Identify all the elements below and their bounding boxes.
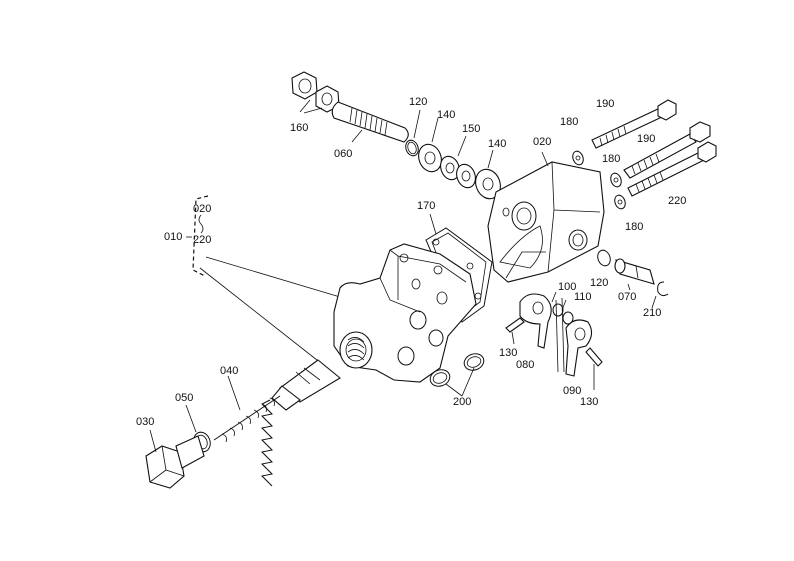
o-ring-200-b [429, 369, 451, 387]
label-130-right: 130 [580, 396, 598, 408]
label-220-set: 220 [193, 234, 211, 246]
hex-nut-160 [291, 71, 340, 114]
label-180-c: 180 [625, 221, 643, 233]
lever-090 [565, 319, 593, 377]
spool-040 [271, 359, 341, 411]
label-180-a: 180 [560, 116, 578, 128]
label-050: 050 [175, 392, 193, 404]
label-140-a: 140 [437, 109, 455, 121]
label-080: 080 [516, 359, 534, 371]
label-190-b: 190 [637, 133, 655, 145]
set-bracket-010 [186, 195, 209, 277]
label-130-left: 130 [499, 347, 517, 359]
washer-150-b [456, 163, 476, 189]
label-120-right: 120 [590, 277, 608, 289]
pin-130-right [585, 347, 603, 367]
o-ring-200-a [463, 353, 485, 371]
label-140-b: 140 [488, 138, 506, 150]
label-210: 210 [643, 307, 661, 319]
label-040: 040 [220, 365, 238, 377]
cover-020 [487, 151, 605, 283]
plug-030 [145, 429, 205, 489]
washer-180-c [614, 194, 626, 210]
o-ring-120-right [597, 249, 611, 267]
label-170: 170 [417, 200, 435, 212]
label-110: 110 [574, 291, 592, 303]
snap-ring-210 [651, 281, 669, 309]
spring-040 [213, 375, 281, 487]
label-100: 100 [558, 281, 576, 293]
bolt-220 [627, 141, 717, 197]
washer-100 [552, 303, 564, 317]
washer-180-b [610, 172, 622, 188]
label-060: 060 [334, 148, 352, 160]
o-ring-120-top [405, 109, 421, 157]
bolt-190-b [623, 121, 711, 179]
pin-130-left [505, 317, 525, 333]
set-leader-lines [199, 256, 341, 365]
label-150: 150 [462, 123, 480, 135]
label-200: 200 [453, 396, 471, 408]
label-220: 220 [668, 195, 686, 207]
label-030: 030 [136, 416, 154, 428]
label-190-a: 190 [596, 98, 614, 110]
label-070: 070 [618, 291, 636, 303]
label-120-top: 120 [409, 96, 427, 108]
label-160: 160 [290, 122, 308, 134]
label-020-set: 020 [193, 203, 211, 215]
washer-140-a [418, 143, 442, 173]
lever-080 [519, 293, 565, 373]
washer-140-b [475, 168, 501, 200]
adjusting-screw-060 [331, 101, 409, 143]
shaft-070 [614, 258, 655, 291]
label-020: 020 [533, 136, 551, 148]
valve-housing [333, 243, 477, 383]
washer-180-a [572, 150, 584, 166]
label-090: 090 [563, 385, 581, 397]
label-010: 010 [164, 231, 182, 243]
label-180-b: 180 [602, 153, 620, 165]
bolt-190-a [591, 99, 677, 149]
washer-150-a [440, 155, 460, 181]
washer-110 [562, 311, 574, 325]
